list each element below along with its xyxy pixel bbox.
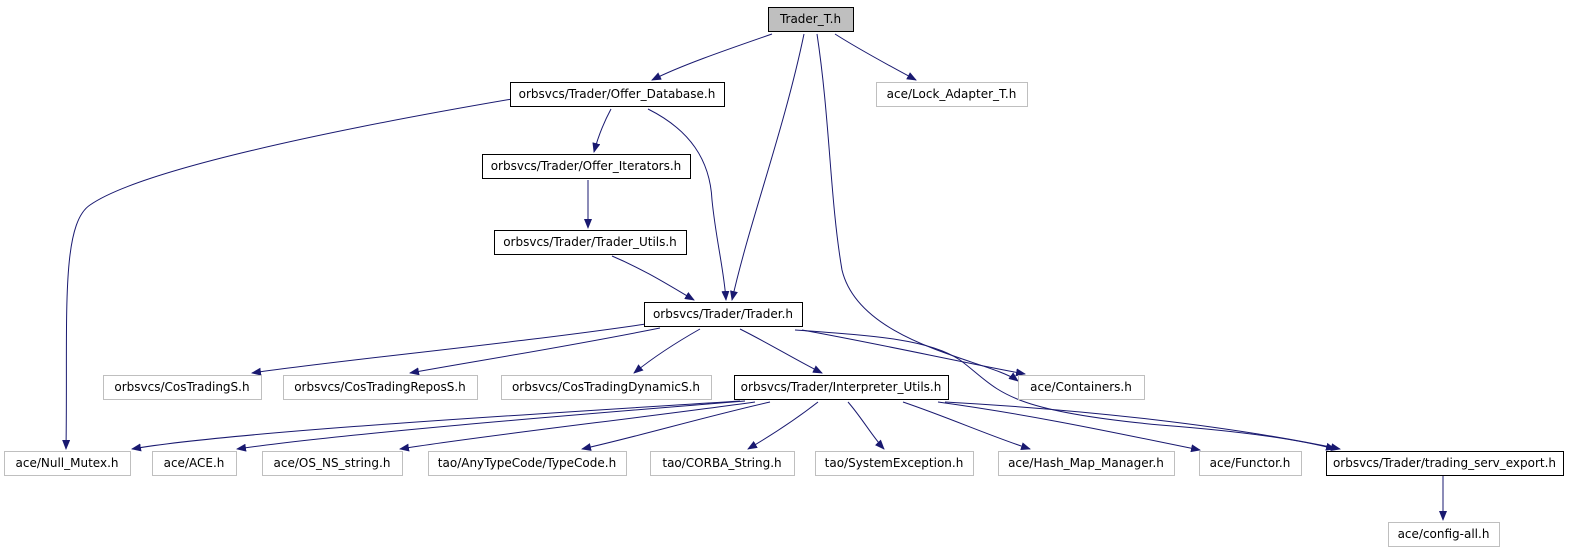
node-label: orbsvcs/Trader/trading_serv_export.h — [1333, 456, 1556, 470]
node-label: orbsvcs/Trader/Interpreter_Utils.h — [741, 380, 942, 394]
node-label: ace/Functor.h — [1210, 456, 1291, 470]
node-box — [644, 302, 803, 327]
node-trading_export[interactable]: orbsvcs/Trader/trading_serv_export.h — [1326, 451, 1564, 476]
node-functor: ace/Functor.h — [1199, 451, 1302, 476]
node-label: ace/OS_NS_string.h — [274, 456, 391, 470]
edge-trader_h-to-trading_export — [794, 329, 1336, 451]
node-label: tao/SystemException.h — [825, 456, 964, 470]
node-config_all: ace/config-all.h — [1388, 522, 1500, 547]
edge-trader_h-to-costradingrepos — [409, 327, 661, 376]
node-label: ace/config-all.h — [1398, 527, 1490, 541]
edge-offer_db-to-null_mutex — [62, 97, 519, 450]
node-box — [650, 451, 795, 476]
edge-trader_h-to-containers — [801, 329, 1026, 377]
edge-interp_utils-to-os_ns_string — [399, 401, 756, 452]
node-hash_map: ace/Hash_Map_Manager.h — [998, 451, 1175, 476]
node-box — [152, 451, 237, 476]
node-label: orbsvcs/Trader/Offer_Iterators.h — [491, 159, 682, 173]
node-sysexc: tao/SystemException.h — [815, 451, 974, 476]
node-label: orbsvcs/CosTradingReposS.h — [294, 380, 466, 394]
node-interp_utils[interactable]: orbsvcs/Trader/Interpreter_Utils.h — [734, 375, 949, 400]
node-offer_db[interactable]: orbsvcs/Trader/Offer_Database.h — [510, 82, 725, 107]
node-label: ace/Null_Mutex.h — [16, 456, 119, 470]
edge-interp_utils-to-sysexc — [847, 401, 885, 450]
node-box — [1326, 451, 1564, 476]
edge-trader_t-to-offer_db — [651, 33, 773, 81]
node-label: orbsvcs/Trader/Trader.h — [653, 307, 793, 321]
edge-trader_t-to-containers — [816, 33, 1019, 382]
node-label: orbsvcs/CosTradingS.h — [114, 380, 249, 394]
node-costrading: orbsvcs/CosTradingS.h — [103, 375, 262, 400]
node-box — [428, 451, 627, 476]
node-offer_iter[interactable]: orbsvcs/Trader/Offer_Iterators.h — [482, 154, 691, 179]
edge-trader_utils-to-trader_h — [611, 255, 695, 301]
edge-trader_t-to-lock_adapter — [834, 33, 917, 81]
node-containers: ace/Containers.h — [1018, 375, 1145, 400]
nodes-layer: Trader_T.h orbsvcs/Trader/Offer_Database.… — [4, 7, 1564, 547]
node-box — [103, 375, 262, 400]
edge-trader_t-to-trader_h — [730, 33, 805, 301]
node-box — [998, 451, 1175, 476]
node-box — [283, 375, 478, 400]
edge-trader_h-to-costradingdyn — [633, 328, 701, 374]
node-os_ns_string: ace/OS_NS_string.h — [262, 451, 403, 476]
edge-interp_utils-to-corba_string — [747, 401, 819, 450]
node-trader_h[interactable]: orbsvcs/Trader/Trader.h — [644, 302, 803, 327]
node-costradingrepos: orbsvcs/CosTradingReposS.h — [283, 375, 478, 400]
edge-interp_utils-to-null_mutex — [131, 400, 741, 452]
node-box — [501, 375, 712, 400]
node-box — [482, 154, 691, 179]
node-trader_utils[interactable]: orbsvcs/Trader/Trader_Utils.h — [494, 230, 687, 255]
node-box — [262, 451, 403, 476]
node-box — [510, 82, 725, 107]
node-box — [876, 82, 1028, 107]
edge-offer_db-to-trader_h — [647, 108, 730, 301]
node-lock_adapter: ace/Lock_Adapter_T.h — [876, 82, 1028, 107]
edge-trader_h-to-costrading — [251, 323, 647, 376]
edge-interp_utils-to-typecode — [581, 401, 771, 451]
node-trader_t[interactable]: Trader_T.h — [768, 7, 854, 32]
node-box — [734, 375, 949, 400]
node-costradingdyn: orbsvcs/CosTradingDynamicS.h — [501, 375, 712, 400]
node-label: ace/Lock_Adapter_T.h — [887, 87, 1017, 101]
node-label: ace/Hash_Map_Manager.h — [1008, 456, 1164, 470]
node-corba_string: tao/CORBA_String.h — [650, 451, 795, 476]
edges-layer — [62, 33, 1447, 521]
node-label: tao/CORBA_String.h — [662, 456, 781, 470]
node-label: orbsvcs/Trader/Offer_Database.h — [519, 87, 716, 101]
edge-trader_h-to-interp_utils — [739, 328, 823, 374]
node-null_mutex: ace/Null_Mutex.h — [4, 451, 131, 476]
node-box — [768, 7, 854, 32]
node-label: ace/ACE.h — [164, 456, 225, 470]
node-box — [494, 230, 687, 255]
node-typecode: tao/AnyTypeCode/TypeCode.h — [428, 451, 627, 476]
node-box — [815, 451, 974, 476]
node-label: Trader_T.h — [779, 12, 841, 26]
node-label: orbsvcs/CosTradingDynamicS.h — [512, 380, 700, 394]
node-label: ace/Containers.h — [1030, 380, 1132, 394]
node-box — [1388, 522, 1500, 547]
node-box — [1199, 451, 1302, 476]
edge-interp_utils-to-functor — [937, 401, 1201, 453]
node-box — [4, 451, 131, 476]
node-label: tao/AnyTypeCode/TypeCode.h — [438, 456, 616, 470]
node-label: orbsvcs/Trader/Trader_Utils.h — [503, 235, 677, 249]
node-box — [1018, 375, 1145, 400]
node-ace_h: ace/ACE.h — [152, 451, 237, 476]
edge-interp_utils-to-trading_export — [944, 401, 1341, 452]
edge-interp_utils-to-ace_h — [236, 400, 746, 452]
edge-offer_db-to-offer_iter — [592, 108, 612, 153]
edge-interp_utils-to-hash_map — [902, 401, 1031, 451]
